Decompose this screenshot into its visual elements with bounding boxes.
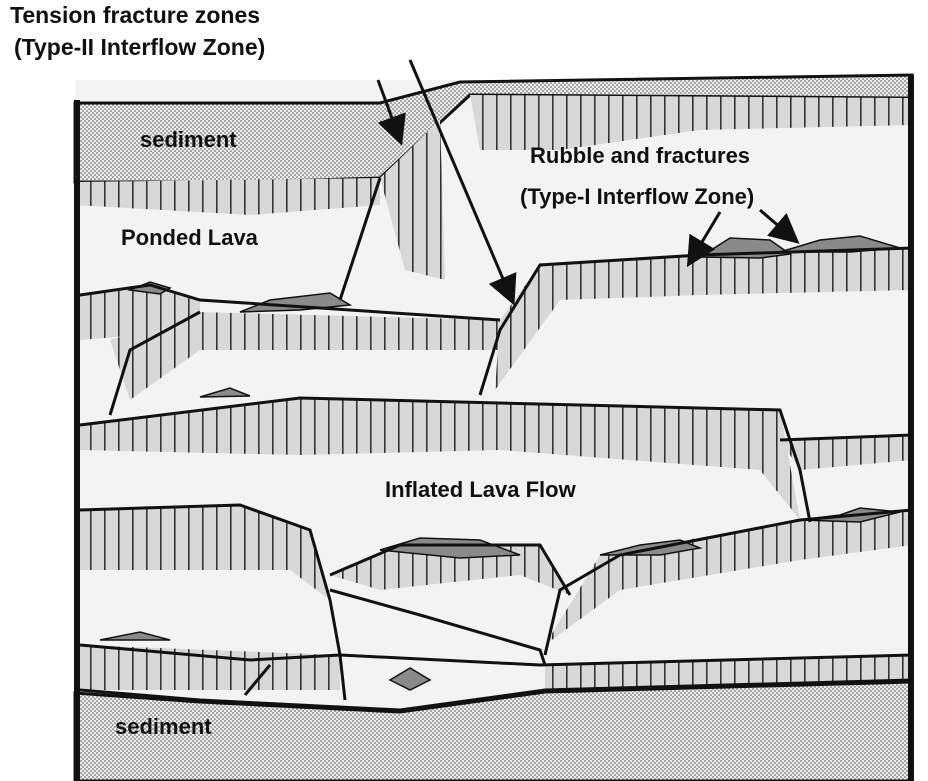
label-inflated-lava-flow: Inflated Lava Flow [385,477,576,502]
sediment-layer-bottom [73,680,914,781]
flow-boundaries [79,177,913,712]
fracture-zones [75,95,912,690]
label-type-i-interflow-zone: (Type-I Interflow Zone) [520,184,755,209]
label-sediment-top: sediment [140,127,237,152]
annotation-arrows [376,59,800,306]
title-tension-fracture-zones: Tension fracture zones [10,2,261,28]
label-sediment-bottom: sediment [115,714,212,739]
label-ponded-lava: Ponded Lava [121,225,258,250]
label-rubble-and-fractures: Rubble and fractures [530,143,751,168]
title-type-ii-interflow-zone: (Type-II Interflow Zone) [14,34,266,60]
